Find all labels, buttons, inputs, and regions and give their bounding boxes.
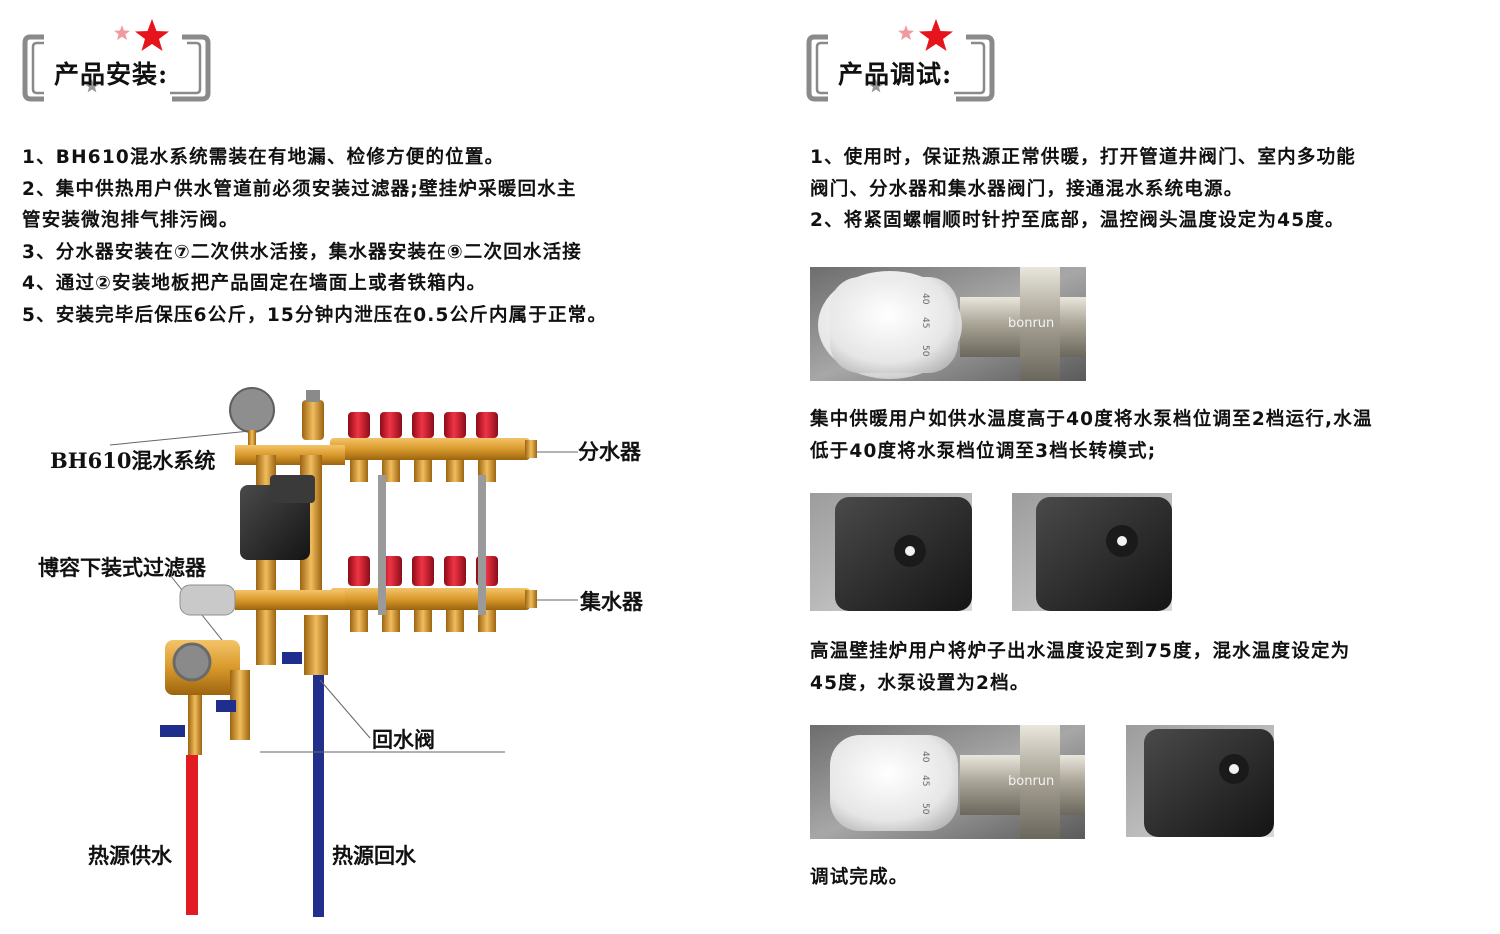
debug-step: 阀门、分水器和集水器阀门，接通混水系统电源。 <box>810 178 1244 200</box>
label-filter: 博容下装式过滤器 <box>38 555 206 580</box>
pink-star-icon <box>114 25 130 40</box>
manifold-diagram: BH610混水系统 博容下装式过滤器 分水器 集水器 回水阀 热源供水 热源回水 <box>20 370 700 930</box>
debug-steps: 1、使用时，保证热源正常供暖，打开管道井阀门、室内多功能 阀门、分水器和集水器阀… <box>810 142 1490 237</box>
gray-star-icon <box>869 79 883 93</box>
pump-selector-photo-1 <box>810 493 972 611</box>
dial-mark: 50 <box>920 803 930 815</box>
label-distributor: 分水器 <box>578 439 641 464</box>
pump-selector-photo-3 <box>1126 725 1274 837</box>
brand-text: bonrun <box>1008 774 1054 789</box>
pump-selector-photo-2 <box>1012 493 1172 611</box>
red-star-icon <box>919 19 953 51</box>
install-step: 3、分水器安装在⑦二次供水活接，集水器安装在⑨二次回水活接 <box>22 241 583 263</box>
label-supply: 热源供水 <box>88 843 172 868</box>
air-vent <box>302 390 324 440</box>
debug-section: 产品调试: 1、使用时，保证热源正常供暖，打开管道井阀门、室内多功能 阀门、分水… <box>790 0 1500 934</box>
dial-mark: 40 <box>920 293 930 305</box>
debug-step: 1、使用时，保证热源正常供暖，打开管道井阀门、室内多功能 <box>810 147 1356 168</box>
pink-star-icon <box>898 25 914 40</box>
label-collector: 集水器 <box>580 589 643 614</box>
brand-text: bonrun <box>1008 316 1054 331</box>
valve-head-photo: 40 45 50 bonrun <box>810 267 1086 381</box>
paragraph-line: 45度，水泵设置为2档。 <box>810 672 1030 694</box>
dial-mark: 45 <box>920 317 930 328</box>
distributor-manifold <box>330 412 537 482</box>
dial-mark: 50 <box>920 345 930 357</box>
label-return-valve: 回水阀 <box>372 727 435 752</box>
install-step: 管安装微泡排气排污阀。 <box>22 210 239 232</box>
paragraph-line: 低于40度将水泵档位调至3档长转模式; <box>810 440 1157 462</box>
central-heating-paragraph: 集中供暖用户如供水温度高于40度将水泵档位调至2档运行,水温 低于40度将水泵档… <box>810 404 1490 467</box>
collector-manifold <box>330 556 537 632</box>
red-star-icon <box>135 19 169 51</box>
valve-head-photo-2: 40 45 50 bonrun <box>810 725 1085 839</box>
debug-step: 2、将紧固螺帽顺时针拧至底部，温控阀头温度设定为45度。 <box>810 210 1345 232</box>
install-step: 4、通过②安装地板把产品固定在墙面上或者铁箱内。 <box>22 273 487 295</box>
label-system: BH610混水系统 <box>50 448 216 473</box>
debug-heading: 产品调试: <box>838 60 953 89</box>
pressure-gauge <box>229 387 275 446</box>
install-step: 1、BH610混水系统需装在有地漏、检修方便的位置。 <box>22 147 505 168</box>
install-step: 2、集中供热用户供水管道前必须安装过滤器;壁挂炉采暖回水主 <box>22 178 577 200</box>
install-section: 产品安装: 1、BH610混水系统需装在有地漏、检修方便的位置。 2、集中供热用… <box>0 0 740 934</box>
install-step: 5、安装完毕后保压6公斤，15分钟内泄压在0.5公斤内属于正常。 <box>22 304 608 326</box>
thermostatic-valve <box>179 584 236 616</box>
label-return: 热源回水 <box>332 843 416 868</box>
install-steps: 1、BH610混水系统需装在有地漏、检修方便的位置。 2、集中供热用户供水管道前… <box>22 142 732 332</box>
filter-body <box>160 640 250 755</box>
paragraph-line: 高温壁挂炉用户将炉子出水温度设定到75度，混水温度设定为 <box>810 641 1351 662</box>
debug-complete: 调试完成。 <box>810 867 909 888</box>
heat-return-pipe <box>313 670 324 917</box>
dial-mark: 40 <box>920 751 930 763</box>
install-heading: 产品安装: <box>54 60 169 89</box>
boiler-paragraph: 高温壁挂炉用户将炉子出水温度设定到75度，混水温度设定为 45度，水泵设置为2档… <box>810 636 1490 699</box>
gray-star-icon <box>85 79 99 93</box>
debug-heading-badge: 产品调试: <box>806 15 1006 105</box>
dial-mark: 45 <box>920 775 930 786</box>
distributor-valves <box>348 412 498 482</box>
return-valve <box>282 615 328 675</box>
heat-supply-pipe <box>186 755 198 915</box>
paragraph-line: 集中供暖用户如供水温度高于40度将水泵档位调至2档运行,水温 <box>810 409 1373 430</box>
circulation-pump <box>240 475 315 560</box>
install-heading-badge: 产品安装: <box>22 15 222 105</box>
